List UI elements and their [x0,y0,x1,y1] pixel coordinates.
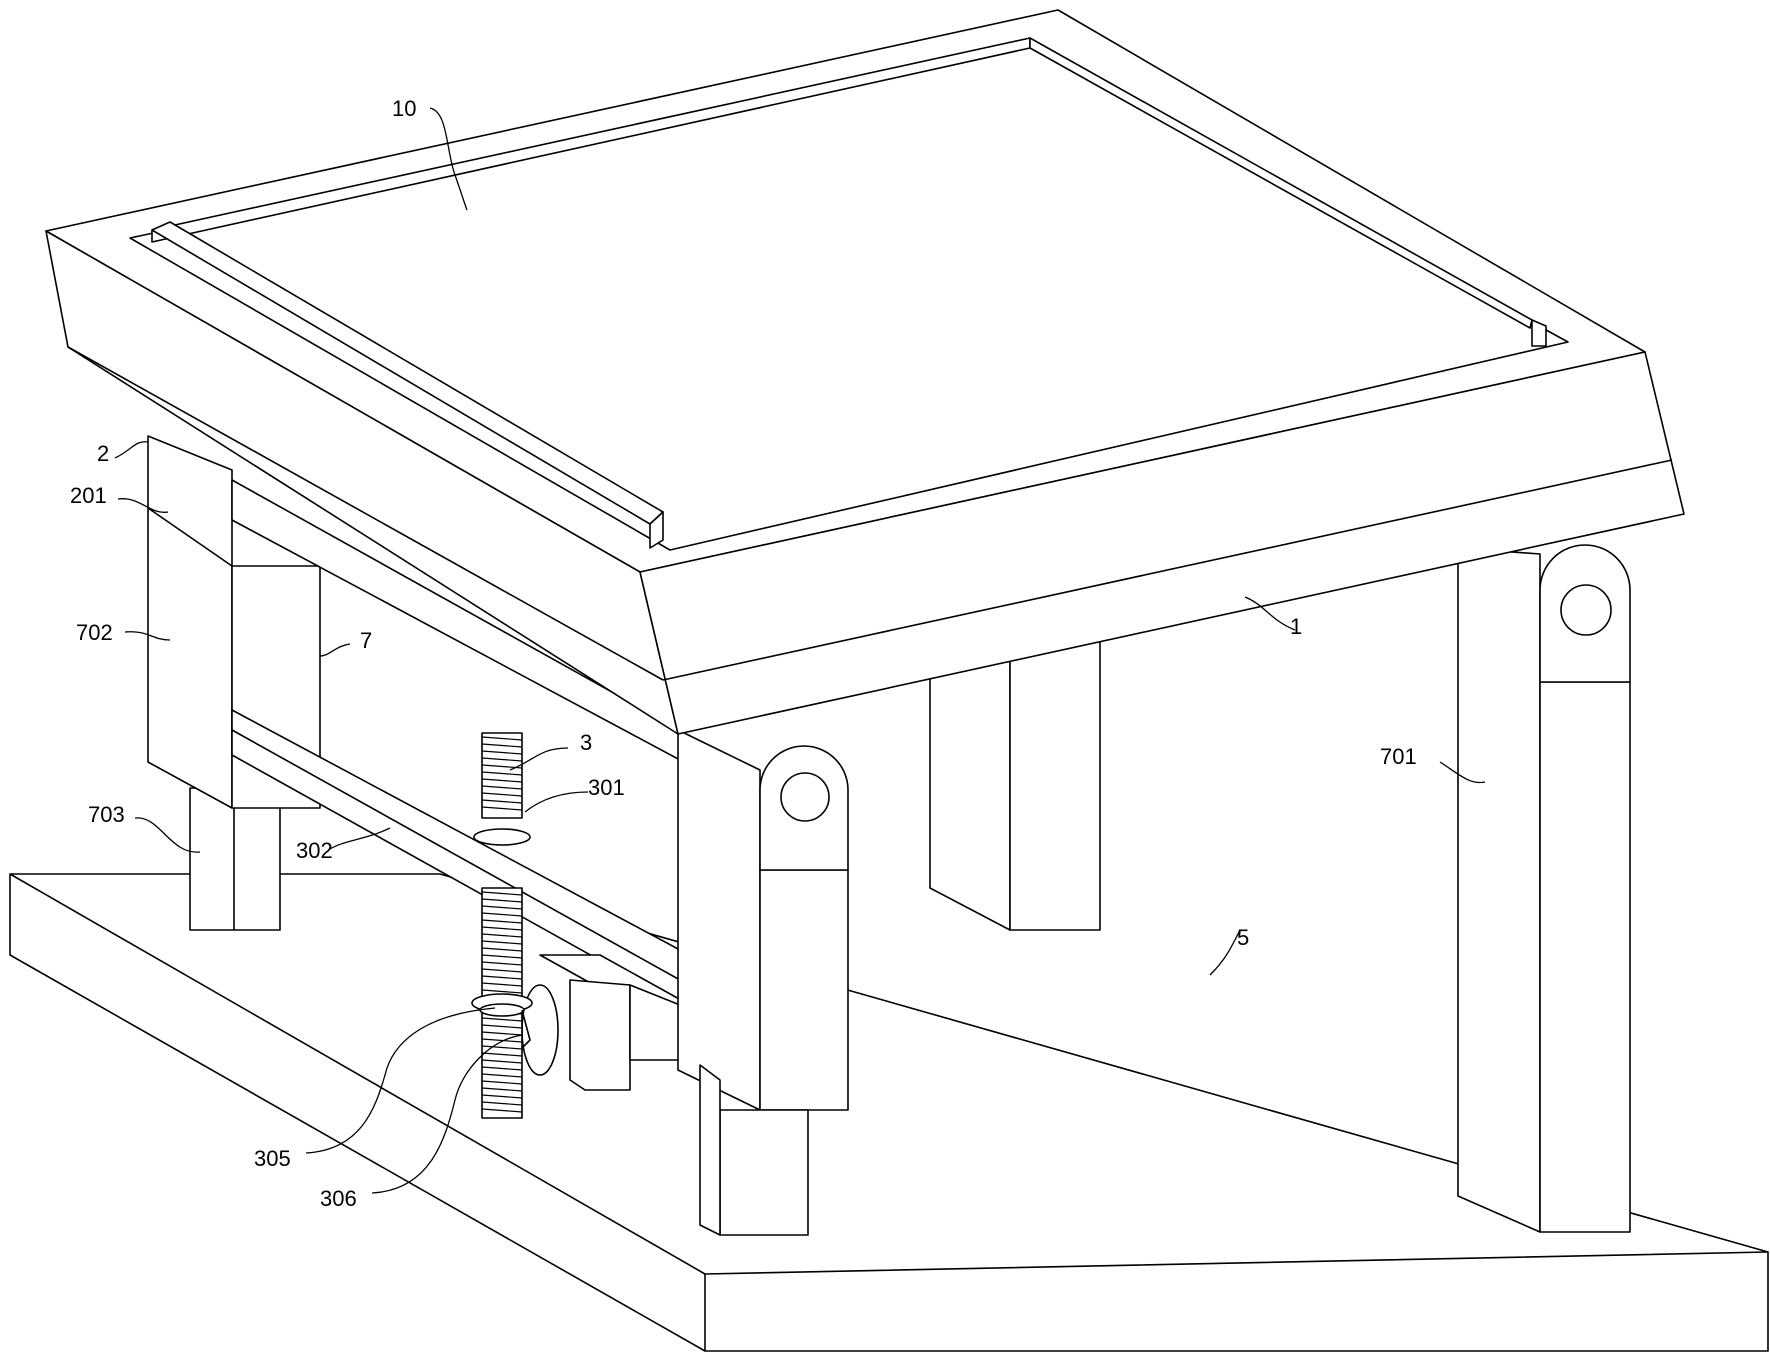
label-7: 7 [360,628,372,653]
label-5: 5 [1237,925,1249,950]
label-302: 302 [296,838,333,863]
right-back-posts [930,640,1100,930]
label-3: 3 [580,730,592,755]
label-1: 1 [1290,614,1302,639]
label-2: 2 [97,441,109,466]
label-702: 702 [76,620,113,645]
label-703: 703 [88,802,125,827]
label-306: 306 [320,1186,357,1211]
label-301: 301 [588,775,625,800]
right-post [1458,545,1630,1232]
label-10: 10 [392,96,416,121]
label-701: 701 [1380,744,1417,769]
label-305: 305 [254,1146,291,1171]
label-201: 201 [70,483,107,508]
